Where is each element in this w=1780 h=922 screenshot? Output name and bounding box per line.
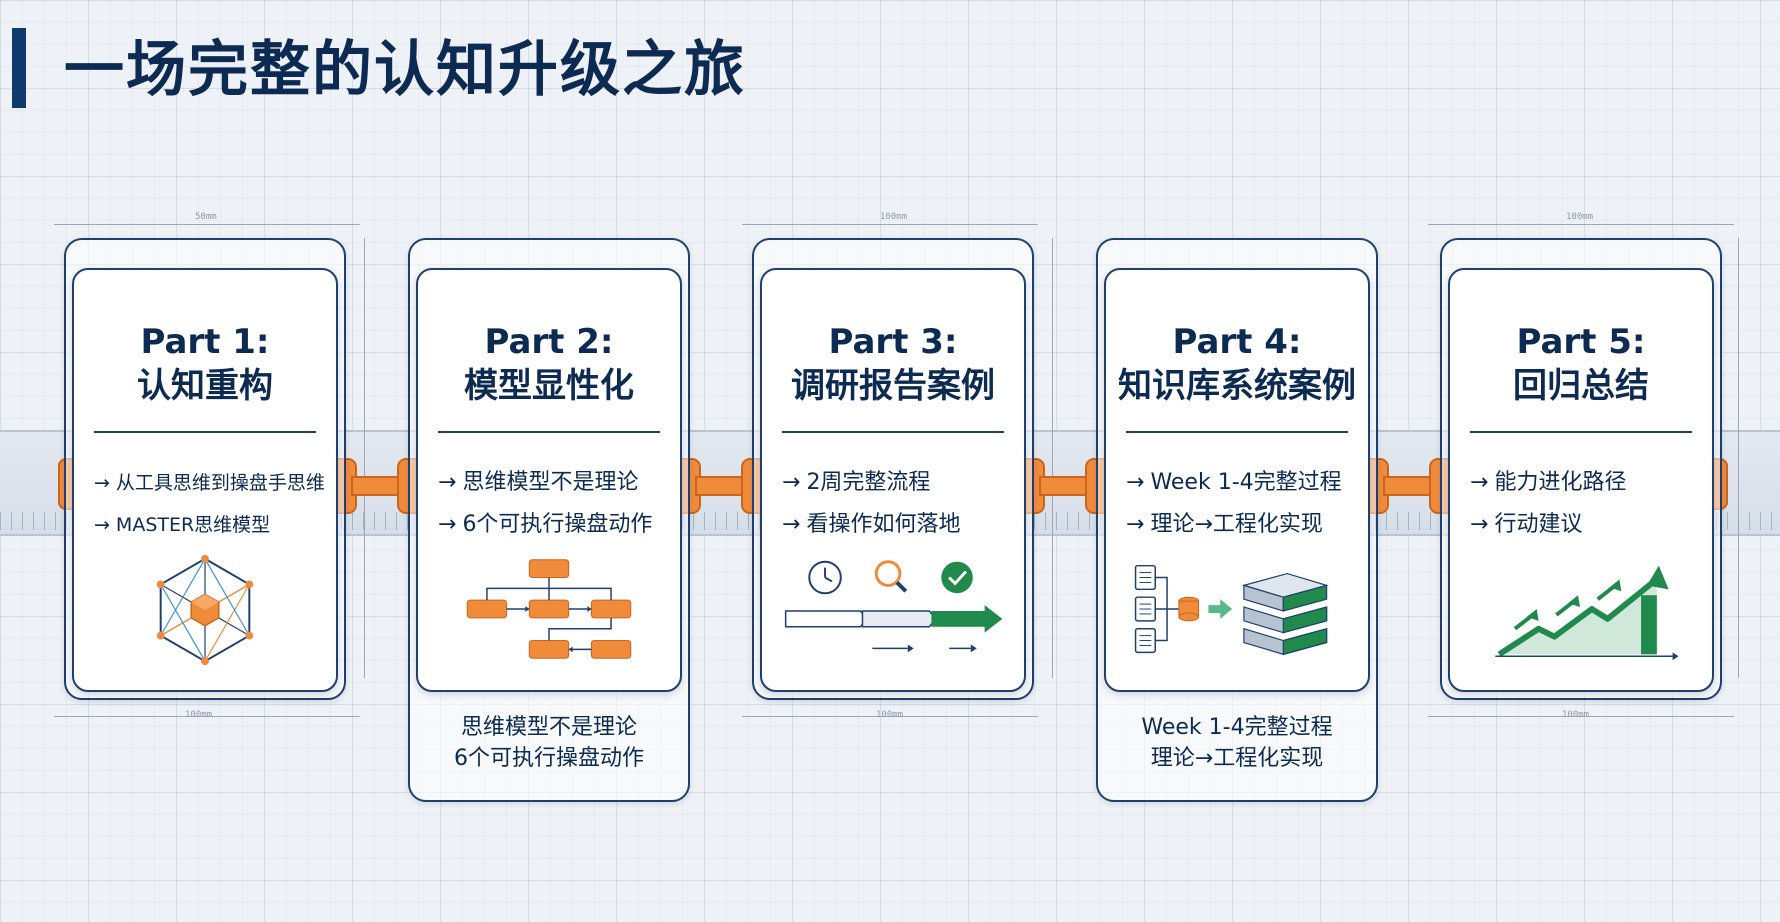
dimension-line	[1428, 224, 1734, 225]
part-4-summary-line: Week 1-4完整过程	[1141, 715, 1333, 740]
part-1-heading: Part 1: 认知重构	[74, 320, 336, 408]
part-3-divider	[782, 431, 1004, 433]
part-4-list: →Week 1-4完整过程 →理论→工程化实现	[1126, 462, 1360, 546]
part-1-list: →从工具思维到操盘手思维 →MASTER思维模型	[94, 462, 328, 546]
list-item: →行动建议	[1470, 512, 1583, 537]
part-4-number: Part 4:	[1172, 322, 1302, 362]
part-2-card[interactable]: Part 2: 模型显性化 →思维模型不是理论 →6个可执行操盘动作	[416, 268, 682, 692]
part-5-number: Part 5:	[1516, 322, 1646, 362]
part-3-title: 调研报告案例	[791, 366, 995, 406]
list-item: →MASTER思维模型	[94, 514, 271, 536]
magnifier-icon	[874, 560, 908, 593]
part-2-summary-line: 6个可执行操盘动作	[454, 746, 644, 771]
part-1-divider	[94, 431, 316, 433]
part-2-divider	[438, 431, 660, 433]
flowchart-icon	[466, 559, 632, 659]
dimension-line	[1428, 716, 1734, 717]
part-3-card[interactable]: Part 3: 调研报告案例 →2周完整流程 →看操作如何落地	[760, 268, 1026, 692]
part-4-card[interactable]: Part 4: 知识库系统案例 →Week 1-4完整过程 →理论→工程化实现	[1104, 268, 1370, 692]
part-4-summary-line: 理论→工程化实现	[1150, 746, 1324, 771]
part-5-card[interactable]: Part 5: 回归总结 →能力进化路径 →行动建议	[1448, 268, 1714, 692]
hexagon-network-icon	[156, 555, 254, 665]
dimension-label: 50mm	[195, 212, 217, 222]
dimension-line	[54, 224, 360, 225]
part-5-divider	[1470, 431, 1692, 433]
dimension-line	[742, 716, 1038, 717]
dimension-label: 100mm	[880, 212, 908, 222]
part-5-title: 回归总结	[1513, 366, 1649, 406]
dimension-line	[364, 238, 365, 678]
dimension-label: 100mm	[876, 710, 904, 720]
part-3-list: →2周完整流程 →看操作如何落地	[782, 462, 1016, 546]
part-4-title: 知识库系统案例	[1118, 366, 1356, 406]
clock-icon	[808, 560, 842, 595]
part-4-divider	[1126, 431, 1348, 433]
title-accent-bar	[12, 28, 26, 108]
list-item: →看操作如何落地	[782, 512, 961, 537]
dimension-line	[1738, 238, 1739, 678]
process-timeline-icon	[784, 560, 1003, 653]
list-item: →理论→工程化实现	[1126, 512, 1323, 537]
dimension-line	[54, 716, 360, 717]
part-2-number: Part 2:	[484, 322, 614, 362]
part-3-number: Part 3:	[828, 322, 958, 362]
list-item: →2周完整流程	[782, 470, 931, 495]
list-item: →6个可执行操盘动作	[438, 512, 653, 537]
list-item: →思维模型不是理论	[438, 470, 639, 495]
check-icon	[941, 561, 973, 594]
list-item: →能力进化路径	[1470, 470, 1627, 495]
part-1-card[interactable]: Part 1: 认知重构 →从工具思维到操盘手思维 →MASTER思维模型	[72, 268, 338, 692]
part-2-summary: 思维模型不是理论 6个可执行操盘动作	[408, 712, 690, 774]
part-2-title: 模型显性化	[464, 366, 634, 406]
dimension-line	[742, 224, 1038, 225]
list-item: →Week 1-4完整过程	[1126, 470, 1342, 495]
dimension-label: 100mm	[1566, 212, 1594, 222]
part-5-list: →能力进化路径 →行动建议	[1470, 462, 1704, 546]
part-2-summary-line: 思维模型不是理论	[460, 715, 637, 740]
part-2-heading: Part 2: 模型显性化	[418, 320, 680, 408]
part-4-summary: Week 1-4完整过程 理论→工程化实现	[1096, 712, 1378, 774]
part-1-title: 认知重构	[137, 366, 273, 406]
dimension-label: 100mm	[1562, 710, 1590, 720]
growth-chart-icon	[1495, 565, 1679, 661]
dimension-label: 100mm	[185, 710, 213, 720]
part-5-heading: Part 5: 回归总结	[1450, 320, 1712, 408]
part-4-heading: Part 4: 知识库系统案例	[1106, 320, 1368, 408]
part-1-number: Part 1:	[140, 322, 270, 362]
part-2-list: →思维模型不是理论 →6个可执行操盘动作	[438, 462, 672, 546]
part-3-heading: Part 3: 调研报告案例	[762, 320, 1024, 408]
database-stack-icon	[1134, 564, 1329, 656]
list-item: →从工具思维到操盘手思维	[94, 472, 325, 494]
dimension-line	[1052, 238, 1053, 678]
page-title: 一场完整的认知升级之旅	[64, 35, 746, 105]
